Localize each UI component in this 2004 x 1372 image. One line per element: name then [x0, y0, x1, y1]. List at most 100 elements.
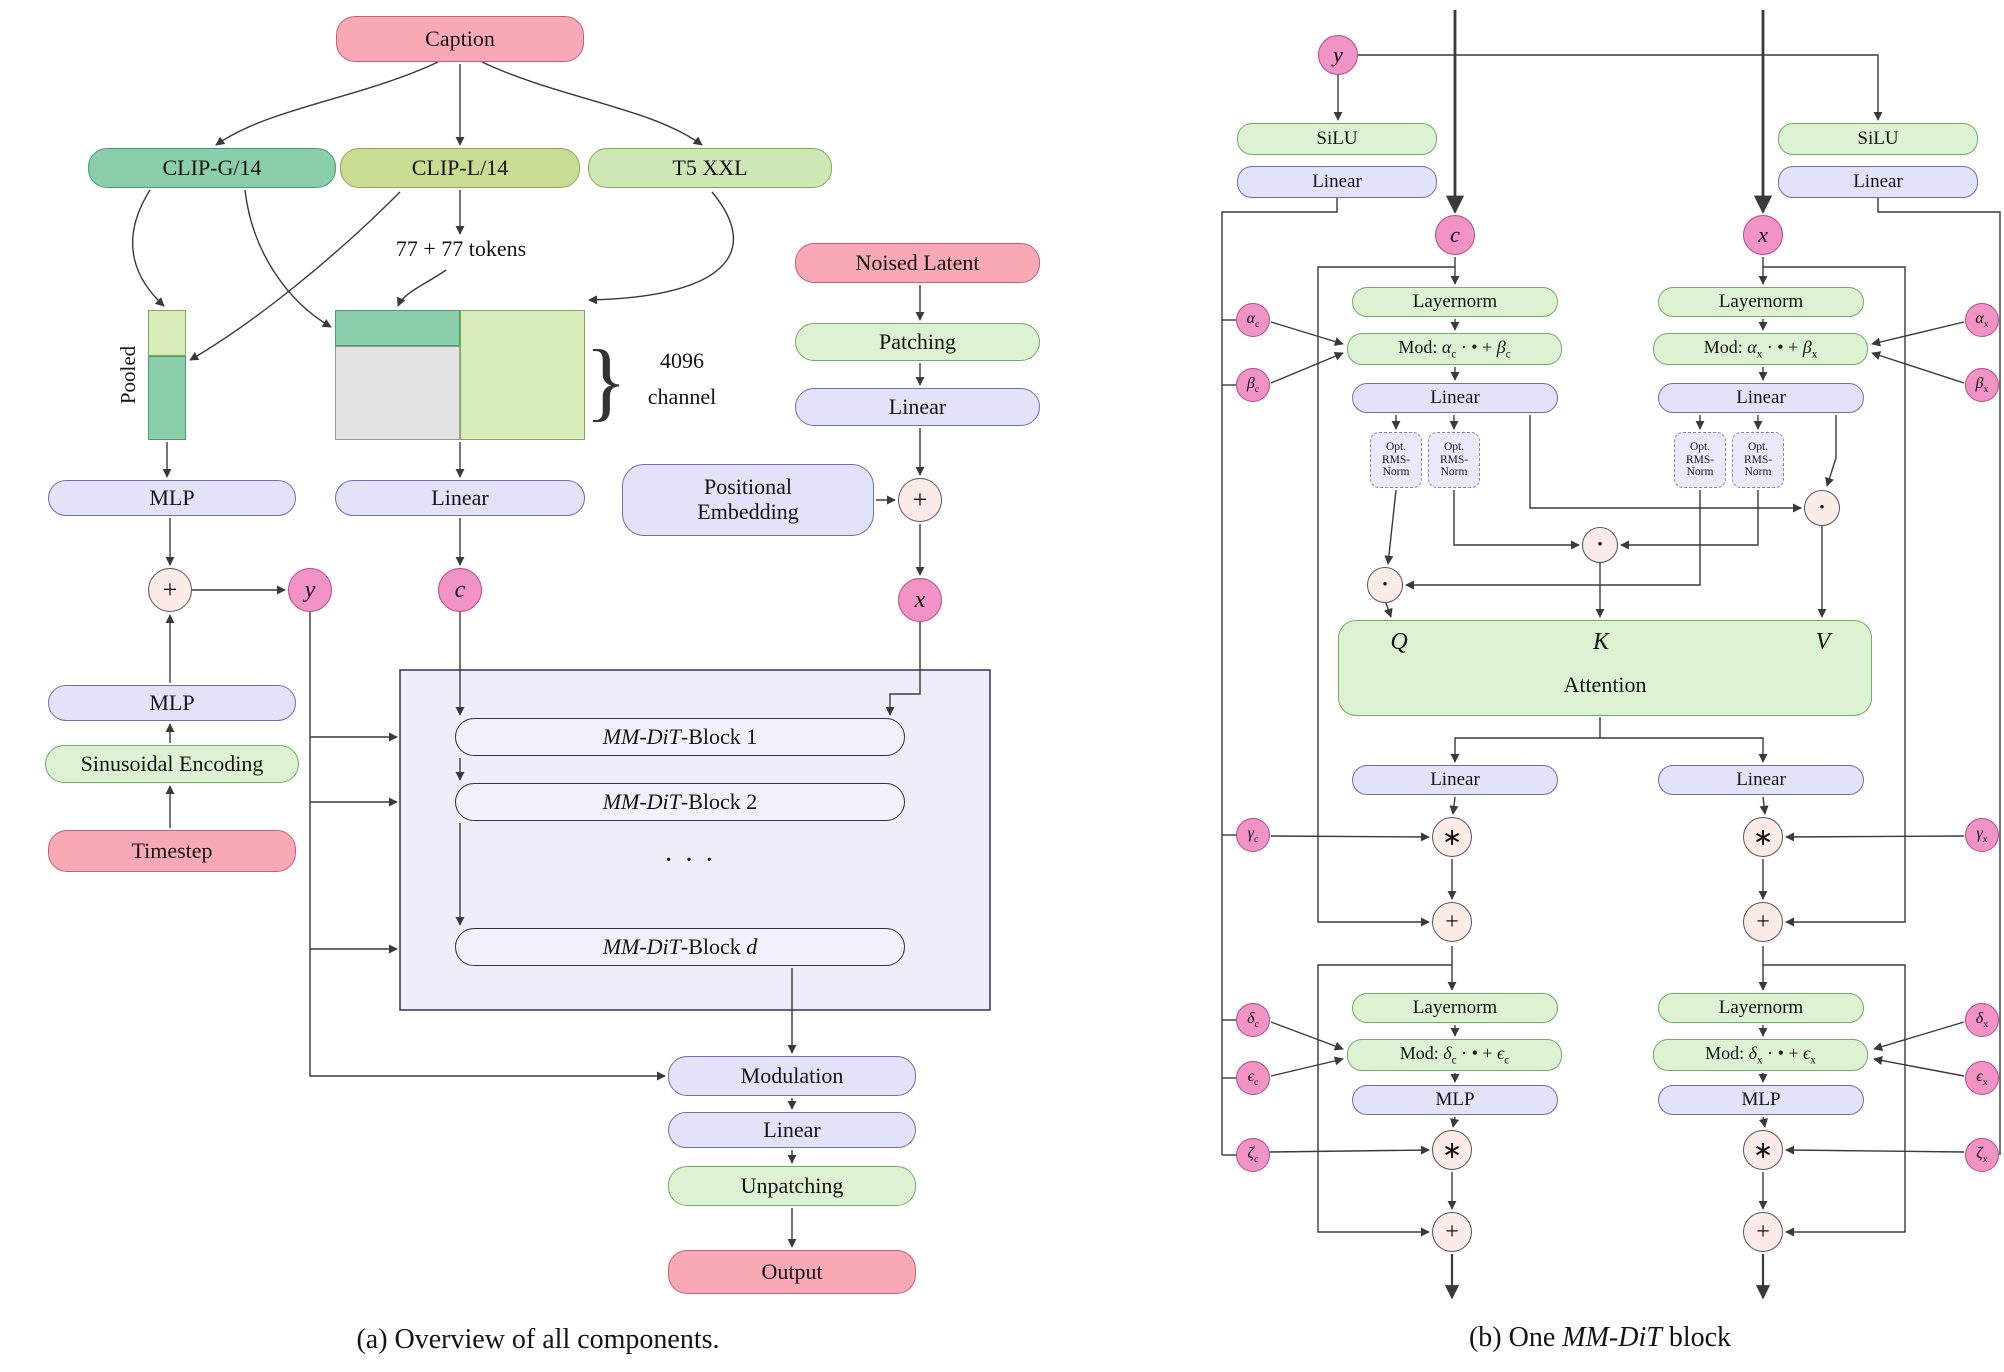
caption-a: (a) Overview of all components. — [238, 1324, 838, 1364]
label-text: Opt. — [1689, 440, 1711, 453]
node-linear-qkv-c: Linear — [1352, 383, 1558, 413]
node-linear-ycond-right: Linear — [1778, 166, 1978, 198]
op-add-mlp-c: + — [1432, 1212, 1472, 1252]
node-mlp-x: MLP — [1658, 1085, 1864, 1115]
label-text: γx — [1976, 825, 1987, 845]
var-x-a: x — [898, 578, 942, 622]
label-text: Embedding — [697, 499, 799, 524]
var-c-b: c — [1435, 215, 1475, 255]
node-clip-g14: CLIP-G/14 — [88, 148, 336, 188]
label-text: SiLU — [1857, 128, 1899, 150]
label-text: ∗ — [1441, 1137, 1463, 1164]
node-layernorm-attn-c: Layernorm — [1352, 287, 1558, 317]
label-text: RMS- — [1743, 453, 1773, 466]
label-text: -Block 2 — [680, 788, 758, 814]
sub-text: c — [1254, 1077, 1259, 1089]
label-tokens-77: 77 + 77 tokens — [368, 236, 554, 270]
italic-var: α — [1246, 309, 1255, 327]
italic-var: β — [1975, 374, 1984, 392]
italic-var: MM-DiT — [602, 788, 681, 814]
sub-text: c — [1505, 348, 1511, 361]
node-mmdit-block-2: MM-DiT-Block 2 — [455, 783, 905, 821]
label-text: 4096 — [660, 348, 704, 373]
italic-var: δ — [1443, 1042, 1452, 1063]
label-text: Pooled — [116, 345, 140, 405]
node-caption: Caption — [336, 16, 584, 62]
label-text: Linear — [1736, 387, 1786, 409]
node-mlp-pooled: MLP — [48, 480, 296, 516]
label-text: Positional — [703, 474, 792, 500]
label-k: K — [1592, 629, 1610, 655]
italic-var: ϵ — [1803, 1042, 1811, 1063]
italic-var: ϵ — [1247, 1067, 1255, 1085]
label-text: Mod: — [1398, 336, 1442, 357]
pooled-bar-top-segment — [148, 310, 186, 356]
op-add-mlp-x: + — [1743, 1212, 1783, 1252]
italic-var: MM-DiT — [602, 933, 681, 959]
var-x-b: x — [1743, 215, 1783, 255]
label-text: Linear — [763, 1116, 821, 1142]
label-text: Layernorm — [1718, 997, 1804, 1019]
odot-icon: • — [1382, 576, 1388, 593]
node-linear-patch: Linear — [795, 388, 1040, 426]
label-text: Linear — [1312, 171, 1362, 193]
label-text: MLP — [1741, 1089, 1781, 1111]
label-text: Sinusoidal Encoding — [80, 750, 264, 776]
param-gamma-x: γx — [1965, 818, 1999, 852]
label-text: · · · — [664, 845, 716, 876]
label-text: βx — [1976, 375, 1989, 395]
label-text: βc — [1247, 375, 1259, 395]
italic-var: δ — [1247, 1009, 1255, 1027]
op-odot-q: • — [1367, 567, 1403, 603]
label-q: Q — [1390, 629, 1408, 655]
label-text: · • + — [1762, 336, 1803, 357]
op-add-attn-c: + — [1432, 902, 1472, 942]
label-text: -Block 1 — [680, 723, 758, 749]
label-text: -Block — [680, 933, 747, 959]
label-text: } — [584, 333, 628, 430]
node-silu-right: SiLU — [1778, 123, 1978, 155]
italic-var: MM-DiT — [1562, 1322, 1662, 1353]
node-attention: Q K V Attention — [1338, 620, 1872, 716]
node-sinusoidal-encoding: Sinusoidal Encoding — [45, 745, 299, 783]
label-text: Patching — [879, 328, 956, 354]
label-text: Opt. — [1385, 440, 1407, 453]
label-text: + — [1445, 1218, 1459, 1245]
sub-text: x — [1982, 1077, 1988, 1089]
label-text: + — [1756, 1218, 1770, 1245]
sub-text: x — [1982, 1154, 1988, 1166]
param-zeta-c: ζc — [1236, 1138, 1270, 1172]
label-text: ∗ — [1441, 824, 1463, 851]
node-linear-attnout-x: Linear — [1658, 765, 1864, 795]
sub-text: x — [1756, 348, 1763, 361]
node-layernorm-mlp-x: Layernorm — [1658, 993, 1864, 1023]
label-text: MM-DiT-Block d — [602, 933, 758, 960]
sub-text: c — [1451, 348, 1457, 361]
sub-text: c — [1254, 384, 1260, 396]
node-linear-context: Linear — [335, 480, 585, 516]
brace-4096: } — [584, 334, 628, 430]
label-text: ϵx — [1976, 1068, 1987, 1088]
sub-text: x — [1757, 1054, 1763, 1067]
sub-text: c — [1254, 1154, 1259, 1166]
label-text: · • + — [1456, 336, 1497, 357]
label-text: ϵc — [1248, 1068, 1259, 1088]
op-plus-cond: + — [148, 568, 192, 612]
node-mmdit-block-1: MM-DiT-Block 1 — [455, 718, 905, 756]
label-text: αx — [1975, 310, 1988, 330]
param-epsilon-c: ϵc — [1236, 1061, 1270, 1095]
op-scale-attn-c: ∗ — [1432, 817, 1472, 857]
label-channel: channel — [632, 384, 732, 410]
label-text: RMS- — [1381, 453, 1411, 466]
param-epsilon-x: ϵx — [1965, 1061, 1999, 1095]
param-beta-c: βc — [1236, 368, 1270, 402]
node-rms-k-x: Opt.RMS-Norm — [1732, 432, 1784, 488]
param-beta-x: βx — [1965, 368, 1999, 402]
param-gamma-c: γc — [1236, 818, 1270, 852]
italic-var: β — [1802, 336, 1812, 357]
label-text: Mod: αx · • + βx — [1704, 337, 1818, 361]
param-delta-x: δx — [1965, 1003, 1999, 1037]
label-text: 77 + 77 tokens — [395, 236, 527, 261]
param-alpha-x: αx — [1965, 303, 1999, 337]
